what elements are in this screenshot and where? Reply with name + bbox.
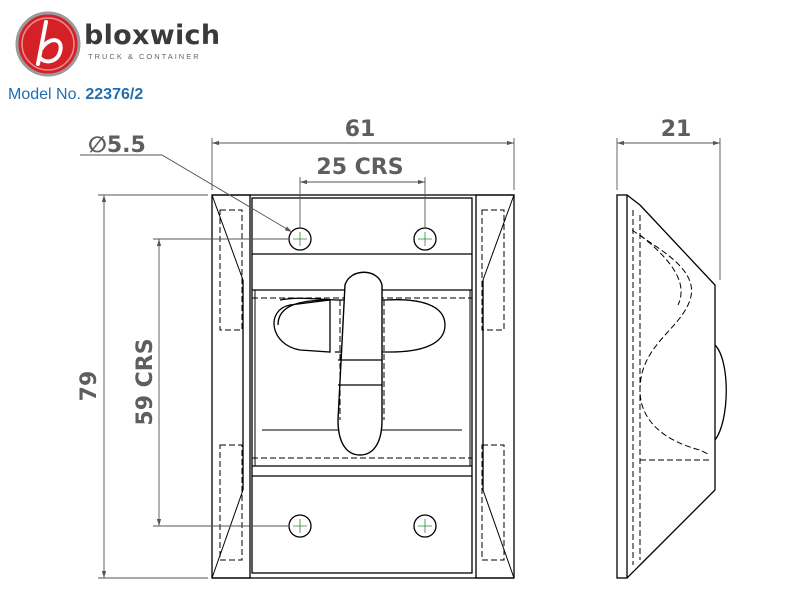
dim-width-label: 61: [345, 117, 376, 142]
dim-hole-crs-vertical-label: 59 CRS: [133, 338, 158, 425]
dimension-labels: 61 21 25 CRS 79 59 CRS ∅5.5: [77, 117, 691, 426]
dimension-lines: [80, 138, 721, 579]
logo-icon: [15, 11, 81, 77]
brand-name: bloxwich: [84, 20, 221, 51]
model-number: 22376/2: [85, 86, 144, 103]
side-view: [616, 194, 727, 579]
dim-hole-diameter-label: ∅5.5: [88, 133, 146, 158]
model-label: Model No.: [8, 86, 81, 103]
front-view: [211, 194, 515, 579]
dim-height-label: 79: [77, 371, 102, 402]
dim-depth-label: 21: [661, 117, 692, 142]
model-number-line: Model No. 22376/2: [8, 86, 143, 104]
dim-hole-crs-horizontal-label: 25 CRS: [316, 155, 403, 180]
brand-logo: [12, 8, 242, 80]
brand-tagline: TRUCK & CONTAINER: [88, 52, 201, 61]
